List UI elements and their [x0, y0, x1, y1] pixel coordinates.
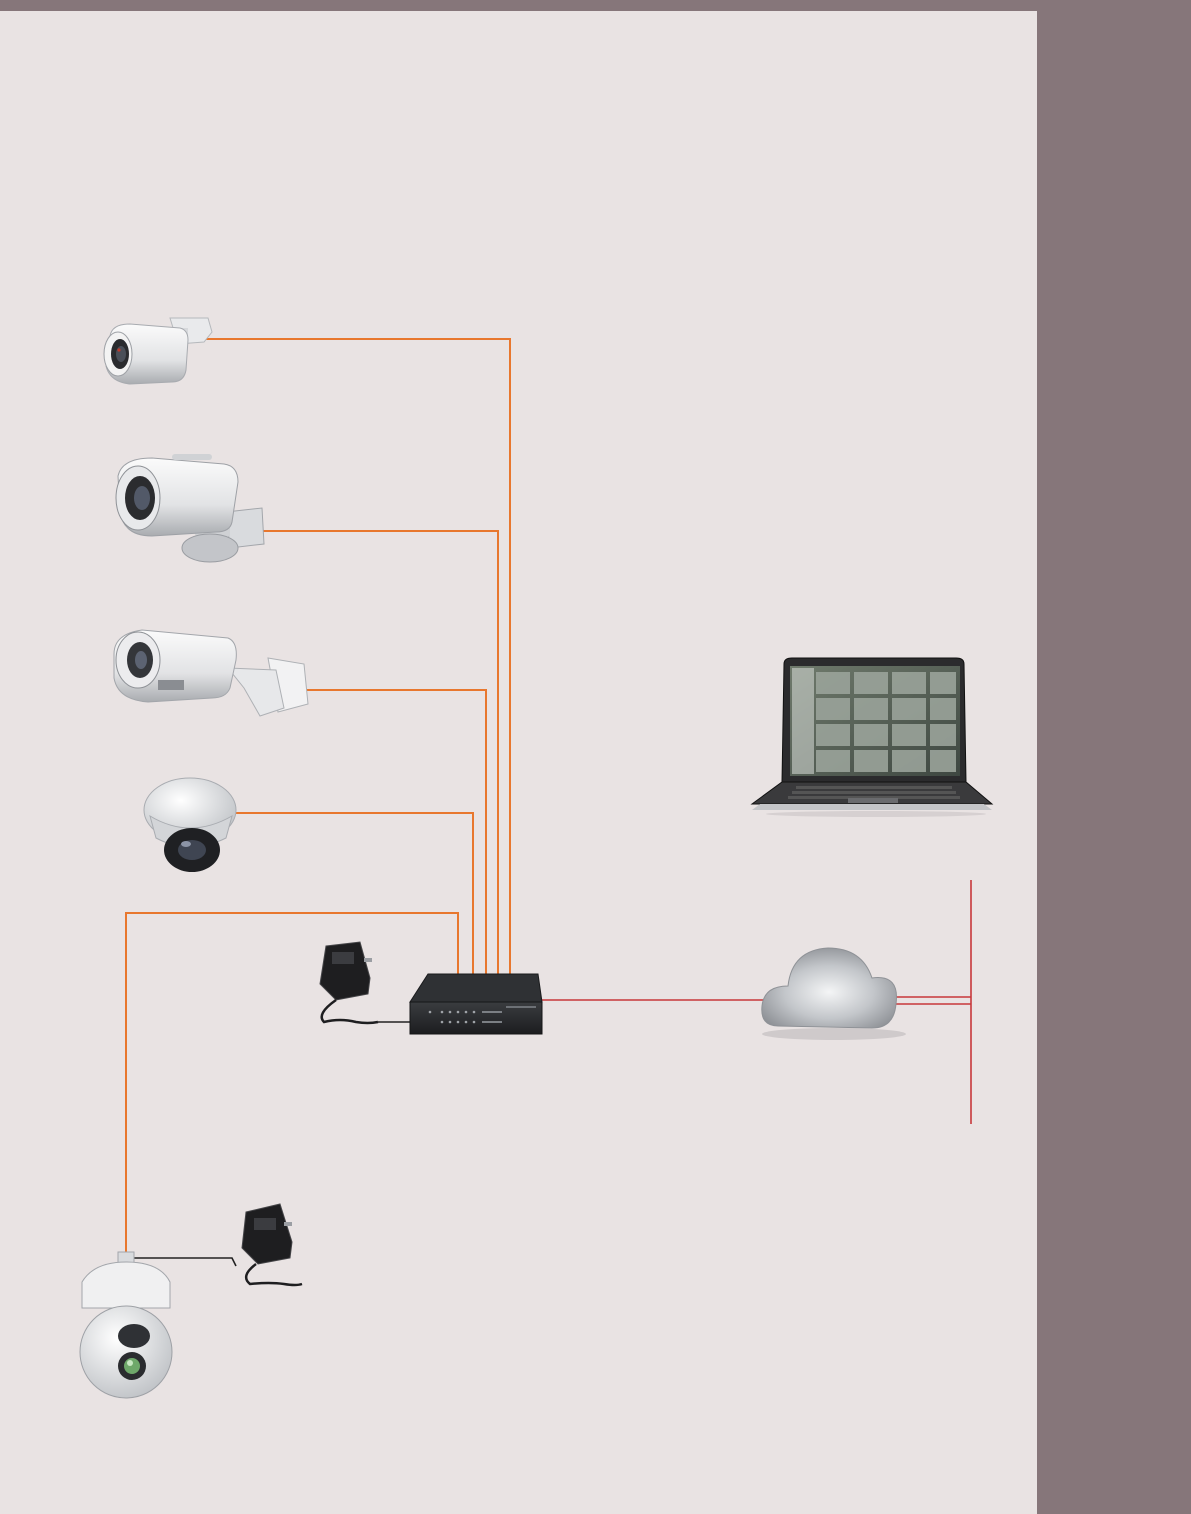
ptz-camera-icon: [80, 1252, 172, 1398]
right-frame-band: [1037, 0, 1191, 1514]
laptop-icon: [752, 658, 992, 817]
top-frame-band: [0, 0, 1191, 11]
network-switch-icon: [410, 974, 542, 1034]
